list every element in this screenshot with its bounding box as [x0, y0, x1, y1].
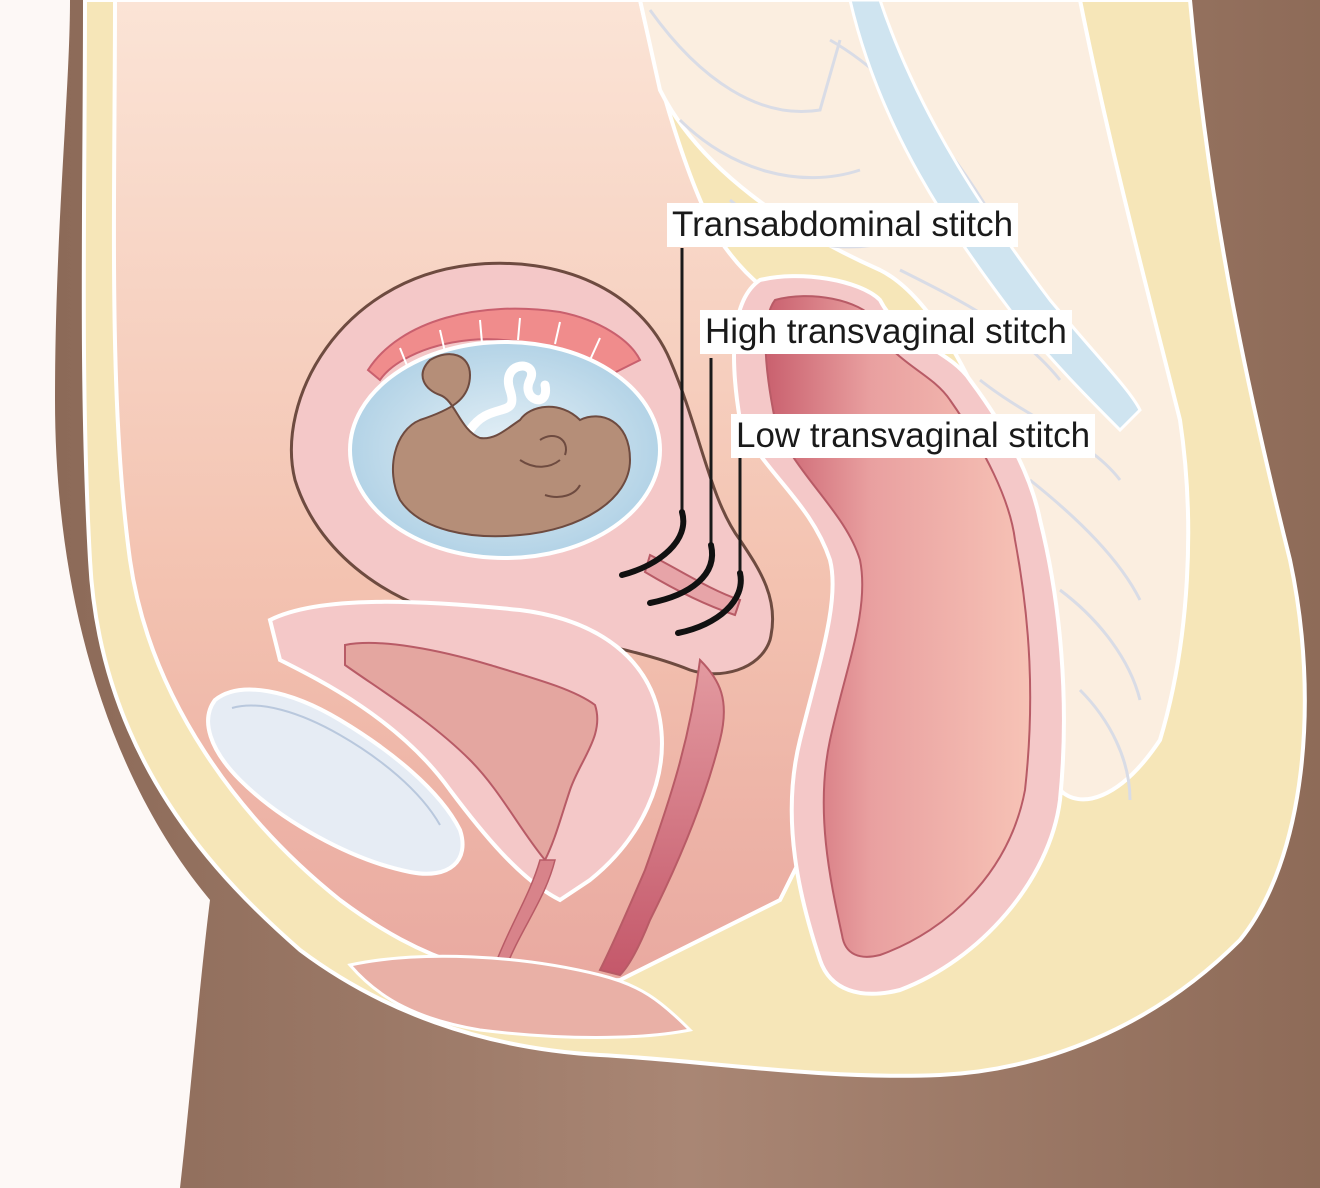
leader-lines: [680, 248, 742, 575]
fetus-details: [519, 435, 581, 498]
low-transvaginal-stitch-label: Low transvaginal stitch: [731, 414, 1096, 458]
perineum: [347, 954, 694, 1039]
umbilical-cord: [465, 361, 550, 435]
stitches: [619, 509, 744, 636]
pubic-bone-inner: [231, 704, 441, 826]
bladder-lumen: [344, 641, 599, 862]
placenta: [366, 307, 642, 382]
rectum-lumen: [764, 295, 1032, 958]
transabdominal-stitch-icon: [619, 509, 687, 578]
low-transvaginal-stitch-icon: [675, 570, 744, 636]
high-transvaginal-stitch-icon: [647, 542, 716, 606]
vagina: [598, 657, 725, 977]
pubic-bone: [206, 687, 465, 876]
transabdominal-stitch-label: Transabdominal stitch: [667, 203, 1019, 247]
fetus-icon: [392, 353, 632, 538]
high-transvaginal-stitch-label: High transvaginal stitch: [700, 310, 1072, 354]
